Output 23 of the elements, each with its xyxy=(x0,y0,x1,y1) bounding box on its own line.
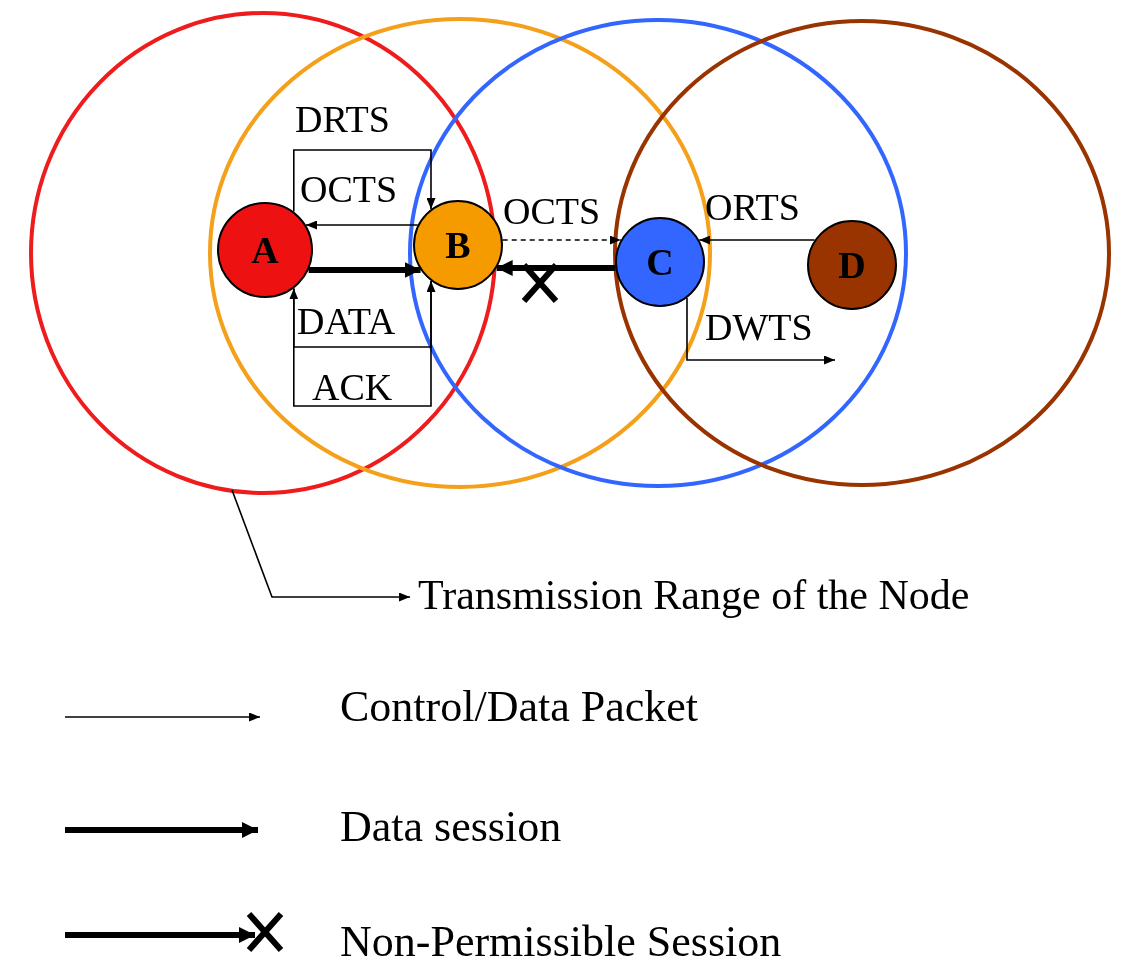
packet-arrow xyxy=(293,149,436,213)
edge-label: ORTS xyxy=(705,188,800,226)
network-node: A xyxy=(217,202,313,298)
network-node: C xyxy=(615,217,705,307)
session-arrow xyxy=(496,260,616,276)
packet-arrow xyxy=(698,235,816,245)
edge-label: ACK xyxy=(312,368,393,406)
leader-line xyxy=(231,489,411,602)
edge-label: DATA xyxy=(297,302,396,340)
packet-arrow xyxy=(686,297,836,365)
packet-arrow xyxy=(501,235,622,245)
network-node: B xyxy=(413,200,503,290)
edge-label: OCTS xyxy=(503,192,601,230)
network-node: D xyxy=(807,220,897,310)
packet-arrow xyxy=(289,280,432,407)
packet-arrow xyxy=(305,220,419,230)
edge-label: DRTS xyxy=(295,100,390,138)
legend-text: Non-Permissible Session xyxy=(340,920,782,964)
session-arrow xyxy=(308,262,421,278)
edge-label: DWTS xyxy=(705,308,813,346)
caption-text: Transmission Range of the Node xyxy=(418,574,970,616)
legend-text: Control/Data Packet xyxy=(340,685,698,729)
legend-text: Data session xyxy=(340,805,562,849)
